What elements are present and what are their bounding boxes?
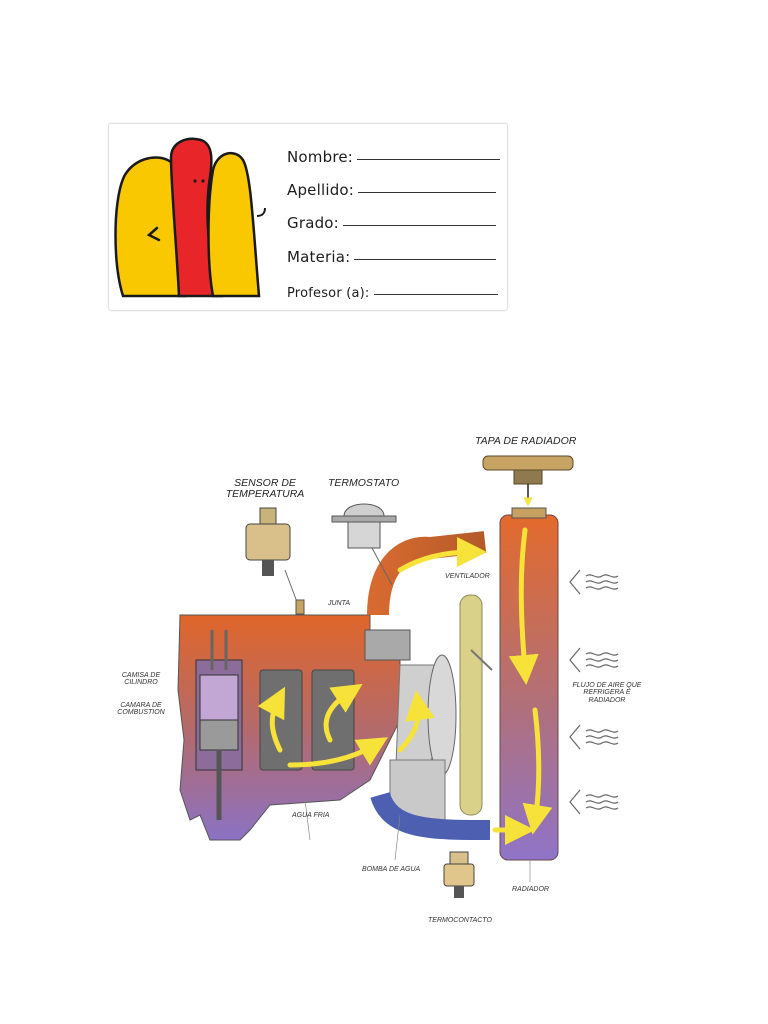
label-flujo-aire: FLUJO DE AIRE QUE REFRIGERA E RADIADOR (572, 682, 642, 704)
write-line (357, 159, 500, 160)
name-label-card: Nombre: Apellido: Grado: Materia: Profes… (108, 123, 508, 311)
label-camisa-cilindro: CAMISA DE CILINDRO (121, 672, 161, 687)
label-camara-combustion: CAMARA DE COMBUSTION (117, 702, 165, 717)
label-termocontacto: TERMOCONTACTO (428, 917, 492, 924)
label-radiador: RADIADOR (512, 886, 549, 893)
field-label-apellido: Apellido: (287, 181, 355, 199)
field-nombre: Nombre: (287, 142, 500, 166)
field-label-materia: Materia: (287, 248, 351, 266)
write-line (354, 259, 496, 260)
field-materia: Materia: (287, 242, 496, 266)
leader-lines (304, 799, 531, 882)
field-label-grado: Grado: (287, 214, 339, 232)
field-label-nombre: Nombre: (287, 148, 354, 166)
lower-hose (370, 791, 491, 840)
temperature-sensor (245, 507, 305, 615)
coolant-flow-arrows (257, 527, 553, 845)
label-sensor-temperatura: SENSOR DE TEMPERATURA (225, 477, 305, 501)
upper-hose (367, 531, 487, 616)
engine-block (177, 614, 401, 841)
thermocontact (443, 851, 475, 898)
fan (459, 594, 493, 816)
radiator (499, 507, 559, 861)
radiator-cap (482, 455, 574, 507)
thermostat (331, 503, 397, 586)
field-apellido: Apellido: (287, 175, 496, 199)
write-line (373, 294, 498, 295)
write-line (342, 225, 496, 226)
airflow-icons (569, 569, 619, 815)
label-junta: JUNTA (328, 600, 351, 607)
write-line (358, 192, 496, 193)
label-agua-fria: AGUA FRIA (292, 812, 330, 819)
label-bomba-agua: BOMBA DE AGUA (362, 866, 421, 873)
cooling-system-diagram: TAPA DE RADIADOR SENSOR DE TEMPERATURA T… (100, 420, 660, 940)
label-tapa-radiador: TAPA DE RADIADOR (475, 435, 577, 447)
label-termostato: TERMOSTATO (328, 477, 400, 489)
hotdog-mascot-icon (114, 137, 266, 298)
label-ventilador: VENTILADOR (445, 573, 490, 580)
field-label-profesor: Profesor (a): (287, 286, 370, 301)
cooling-diagram-illustration (177, 455, 619, 898)
field-grado: Grado: (287, 208, 496, 232)
field-profesor: Profesor (a): (287, 277, 498, 301)
